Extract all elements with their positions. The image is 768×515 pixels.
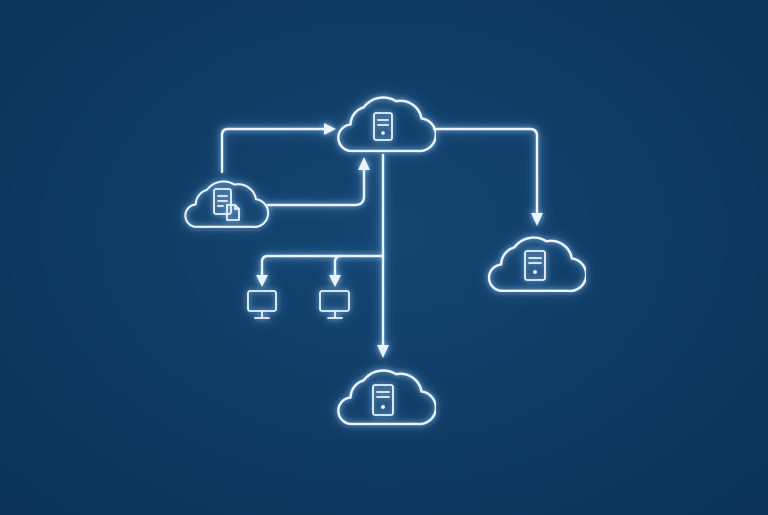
connector-source-to-central-top (220, 127, 328, 174)
arrowhead-left-monitor (256, 275, 268, 287)
right-monitor (319, 290, 350, 319)
arrowhead-right-cloud (531, 213, 543, 226)
server-icon (524, 250, 546, 281)
arrowhead-bottom-cloud (377, 345, 389, 358)
connector-central-to-right-cloud (432, 127, 539, 216)
monitor-icon (319, 290, 350, 319)
connector-source-to-central-bottom (266, 166, 366, 207)
server-icon (372, 384, 394, 416)
server-icon (373, 112, 393, 141)
source-document-cloud (184, 180, 270, 229)
bottom-server-cloud (337, 369, 436, 426)
document-icon (213, 188, 240, 221)
central-server-cloud (337, 96, 436, 153)
cloud-outline (487, 236, 586, 293)
arrowhead-right-monitor (329, 275, 341, 287)
arrowhead-central-top (324, 123, 336, 135)
connector-branch-right-monitor (333, 254, 343, 278)
right-server-cloud (487, 236, 586, 293)
left-monitor (247, 290, 277, 319)
connector-central-to-monitors (260, 254, 385, 278)
arrowhead-central-bottom (358, 157, 370, 170)
monitor-icon (247, 290, 277, 319)
